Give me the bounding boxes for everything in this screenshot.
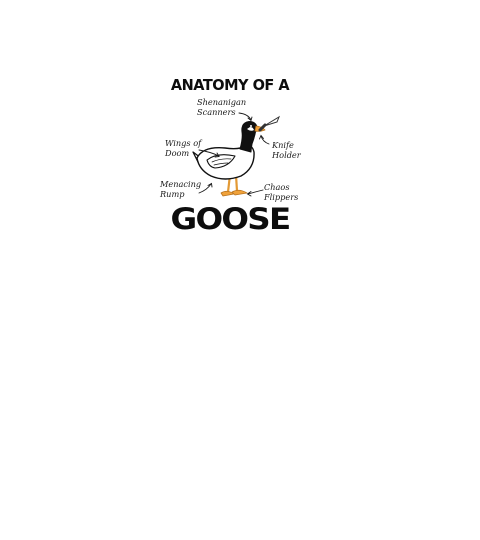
label-chaos-flippers: Chaos Flippers xyxy=(264,182,299,202)
goose-cheek xyxy=(247,127,254,131)
arrow-shenanigan-head xyxy=(247,116,253,122)
goose-illustration xyxy=(192,121,266,197)
poster-title-bottom: GOOSE xyxy=(170,202,291,236)
arrow-knife-head xyxy=(259,134,264,140)
label-shenanigan-scanners: Shenanigan Scanners xyxy=(197,97,247,117)
arrow-chaos xyxy=(247,189,264,195)
arrow-chaos-head xyxy=(246,191,252,197)
label-knife-holder: Knife Holder xyxy=(272,140,301,160)
label-menacing-rump: Menacing Rump xyxy=(160,179,202,199)
goose-eye xyxy=(250,125,252,127)
arrow-wings-head xyxy=(214,152,220,158)
poster-title-top: ANATOMY OF A xyxy=(170,77,290,95)
arrow-shenanigan xyxy=(238,112,252,121)
goose-illustration-canvas xyxy=(192,112,281,197)
arrow-knife xyxy=(260,135,270,145)
curved-arrow-icon xyxy=(198,112,270,197)
arrow-rump xyxy=(198,183,212,194)
goose-anatomy-poster: ANATOMY OF A xyxy=(155,72,305,240)
goose-foot-right xyxy=(231,189,248,196)
arrow-rump-head xyxy=(207,182,213,188)
arrow-wings xyxy=(198,149,220,157)
knife-icon xyxy=(258,115,281,132)
goose-wing-feathers xyxy=(211,158,232,166)
label-wings-of-doom: Wings of Doom xyxy=(165,138,202,158)
